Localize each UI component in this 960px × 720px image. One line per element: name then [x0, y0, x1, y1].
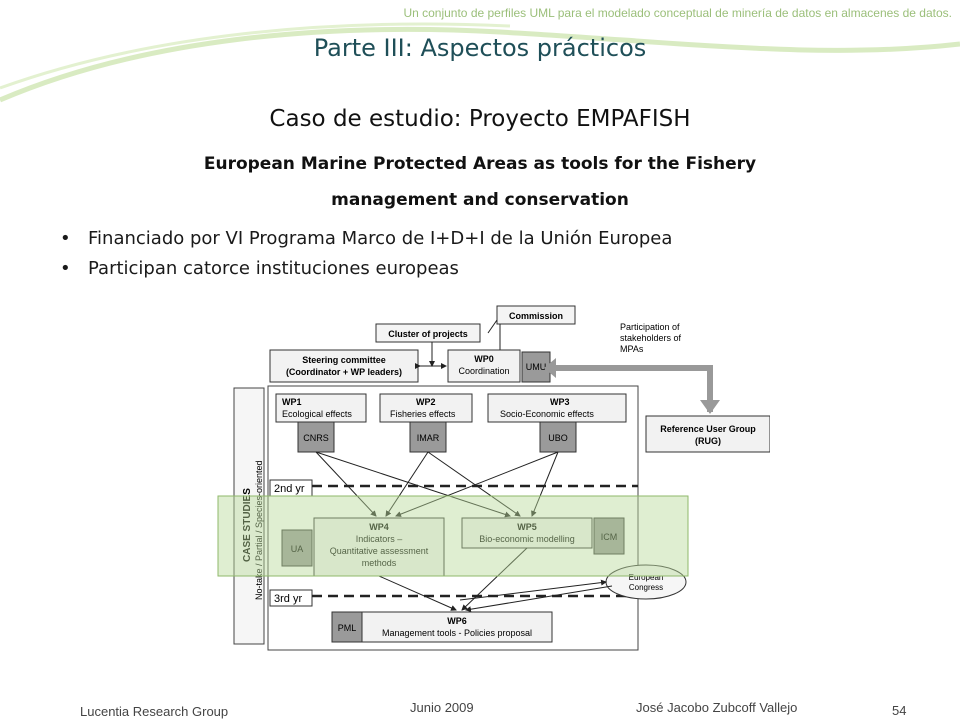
- project-subtitle-line1: European Marine Protected Areas as tools…: [203, 154, 757, 174]
- case-studies-bar: [233, 387, 265, 645]
- congress-label-2: Congress: [629, 583, 663, 592]
- project-structure-diagram: Commission Cluster of projects Participa…: [217, 305, 770, 651]
- decorative-swoosh: [0, 0, 960, 103]
- steering-sub-label: (Coordinator + WP leaders): [286, 367, 402, 377]
- participation-line3: MPAs: [620, 344, 644, 354]
- year3-label: 3rd yr: [274, 593, 302, 605]
- bullet-item: Financiado por VI Programa Marco de I+D+…: [60, 228, 920, 249]
- wp1-label: Ecological effects: [282, 409, 352, 419]
- presentation-subtitle: Un conjunto de perfiles UML para el mode…: [403, 6, 952, 20]
- icm-label: ICM: [601, 532, 618, 542]
- wp2-label: Fisheries effects: [390, 409, 456, 419]
- bullet-item: Participan catorce instituciones europea…: [60, 258, 920, 279]
- rug-label: (RUG): [695, 436, 721, 446]
- project-subtitle-line2: management and conservation: [331, 190, 629, 210]
- wp3-label: Socio-Economic effects: [500, 409, 594, 419]
- rug-title: Reference User Group: [660, 424, 756, 434]
- footer-group: Lucentia Research Group: [80, 704, 229, 719]
- case-studies-label: CASE STUDIES: [242, 488, 253, 562]
- wp3-box: [487, 393, 627, 423]
- wp0-box: [447, 349, 521, 383]
- year2-label: 2nd yr: [274, 483, 305, 495]
- cluster-label: Cluster of projects: [388, 329, 468, 339]
- footer-date: Junio 2009: [410, 700, 474, 715]
- wp4-label-3: methods: [362, 558, 397, 568]
- slide-title: Parte III: Aspectos prácticos: [313, 34, 647, 62]
- wp1-box: [275, 393, 367, 423]
- commission-label: Commission: [509, 311, 563, 321]
- ua-label: UA: [291, 544, 304, 554]
- wp0-title: WP0: [474, 354, 494, 364]
- wp5-label: Bio-economic modelling: [479, 534, 575, 544]
- highlight-overlay: [217, 495, 689, 577]
- case-types-label: No-take / Partial / Species-oriented: [254, 460, 264, 600]
- wp5-title: WP5: [517, 522, 537, 532]
- workpackages-frame: [267, 385, 639, 651]
- page-number: 54: [892, 703, 907, 718]
- year3-box: [269, 589, 313, 607]
- wp6-title: WP6: [447, 616, 467, 626]
- imar-label: IMAR: [417, 433, 440, 443]
- icm-box: [593, 517, 625, 555]
- participation-line1: Participation of: [620, 322, 680, 332]
- wp4-title: WP4: [369, 522, 389, 532]
- participation-line2: stakeholders of: [620, 333, 682, 343]
- cluster-box: [375, 323, 481, 343]
- case-study-title: Caso de estudio: Proyecto EMPAFISH: [269, 106, 691, 132]
- wp2-title: WP2: [416, 397, 436, 407]
- cnrs-box: [297, 421, 335, 453]
- wp6-label: Management tools - Policies proposal: [382, 628, 532, 638]
- pml-label: PML: [338, 623, 357, 633]
- commission-box: [496, 305, 576, 325]
- imar-box: [409, 421, 447, 453]
- rug-box: [645, 415, 770, 453]
- wp1-title: WP1: [282, 397, 302, 407]
- footer-author: José Jacobo Zubcoff Vallejo: [636, 700, 798, 715]
- umu-label: UMU: [526, 362, 547, 372]
- wp2-box: [379, 393, 473, 423]
- congress-label-1: European: [629, 573, 664, 582]
- wp0-label: Coordination: [458, 366, 509, 376]
- wp4-box: [313, 517, 445, 577]
- ubo-label: UBO: [548, 433, 568, 443]
- wp6-box: [361, 611, 553, 643]
- bullet-list: Financiado por VI Programa Marco de I+D+…: [60, 228, 920, 288]
- wp4-label-2: Quantitative assessment: [330, 546, 429, 556]
- ubo-box: [539, 421, 577, 453]
- wp3-title: WP3: [550, 397, 570, 407]
- wp5-box: [461, 517, 593, 549]
- pml-box: [331, 611, 363, 643]
- ua-box: [281, 529, 313, 567]
- wp4-label-1: Indicators –: [356, 534, 403, 544]
- steering-committee-box: [269, 349, 419, 383]
- steering-label: Steering committee: [302, 355, 386, 365]
- cnrs-label: CNRS: [303, 433, 329, 443]
